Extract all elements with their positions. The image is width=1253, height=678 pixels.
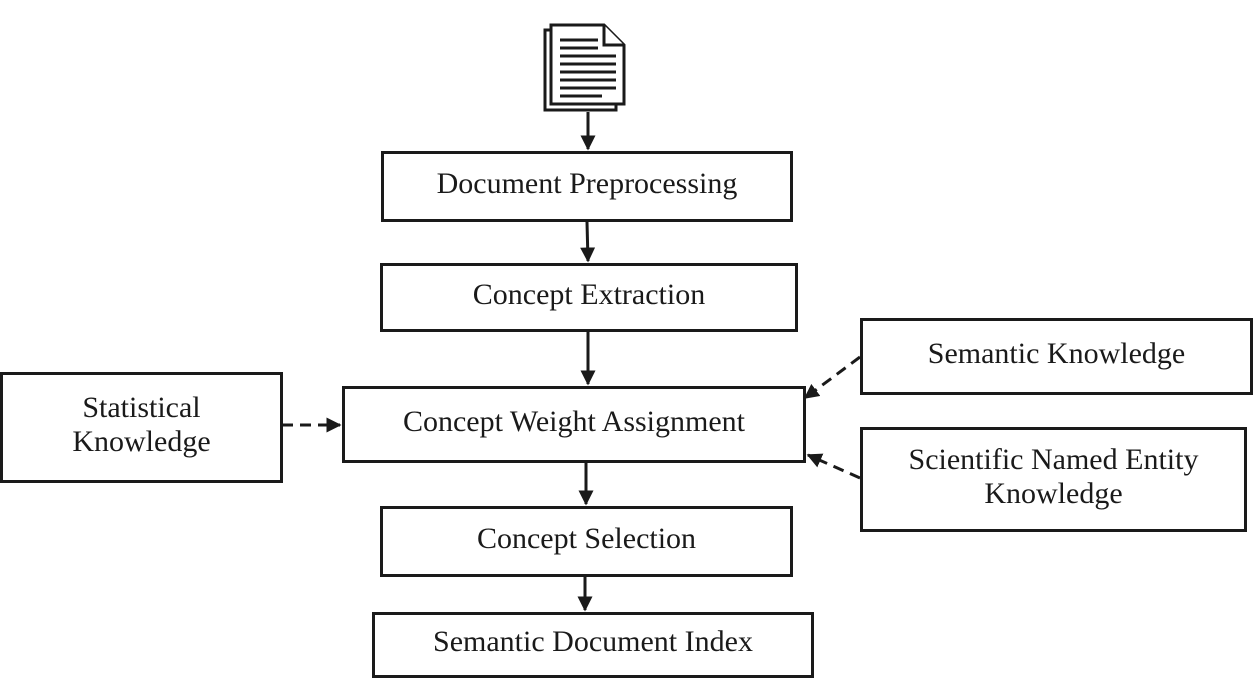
statistical-knowledge-label-line1: Statistical	[82, 390, 201, 424]
document-preprocessing-box: Document Preprocessing	[381, 151, 793, 222]
concept-weight-assignment-label: Concept Weight Assignment	[402, 404, 745, 438]
arrow-preprocessing-to-extraction	[580, 221, 596, 263]
semantic-document-index-box: Semantic Document Index	[372, 612, 814, 678]
dashed-arrow-semantic-to-weight-assignment	[803, 355, 861, 400]
semantic-knowledge-label: Semantic Knowledge	[927, 336, 1186, 370]
document-stack-icon	[543, 23, 626, 112]
semantic-document-index-label: Semantic Document Index	[433, 625, 753, 658]
concept-selection-label: Concept Selection	[476, 521, 697, 555]
concept-extraction-label: Concept Extraction	[472, 277, 706, 311]
scientific-knowledge-label-line2: Knowledge	[984, 476, 1123, 510]
statistical-knowledge-label-line2: Knowledge	[72, 424, 211, 458]
concept-extraction-box: Concept Extraction	[380, 263, 798, 332]
semantic-knowledge-box: Semantic Knowledge	[860, 318, 1253, 395]
document-preprocessing-label: Document Preprocessing	[436, 166, 738, 200]
concept-selection-box: Concept Selection	[380, 506, 793, 577]
dashed-arrow-scientific-to-weight-assignment	[806, 453, 861, 480]
statistical-knowledge-box: Statistical Knowledge	[0, 372, 283, 483]
scientific-named-entity-knowledge-box: Scientific Named Entity Knowledge	[860, 427, 1247, 532]
concept-weight-assignment-box: Concept Weight Assignment	[342, 386, 806, 463]
scientific-knowledge-label-line1: Scientific Named Entity	[908, 442, 1199, 476]
